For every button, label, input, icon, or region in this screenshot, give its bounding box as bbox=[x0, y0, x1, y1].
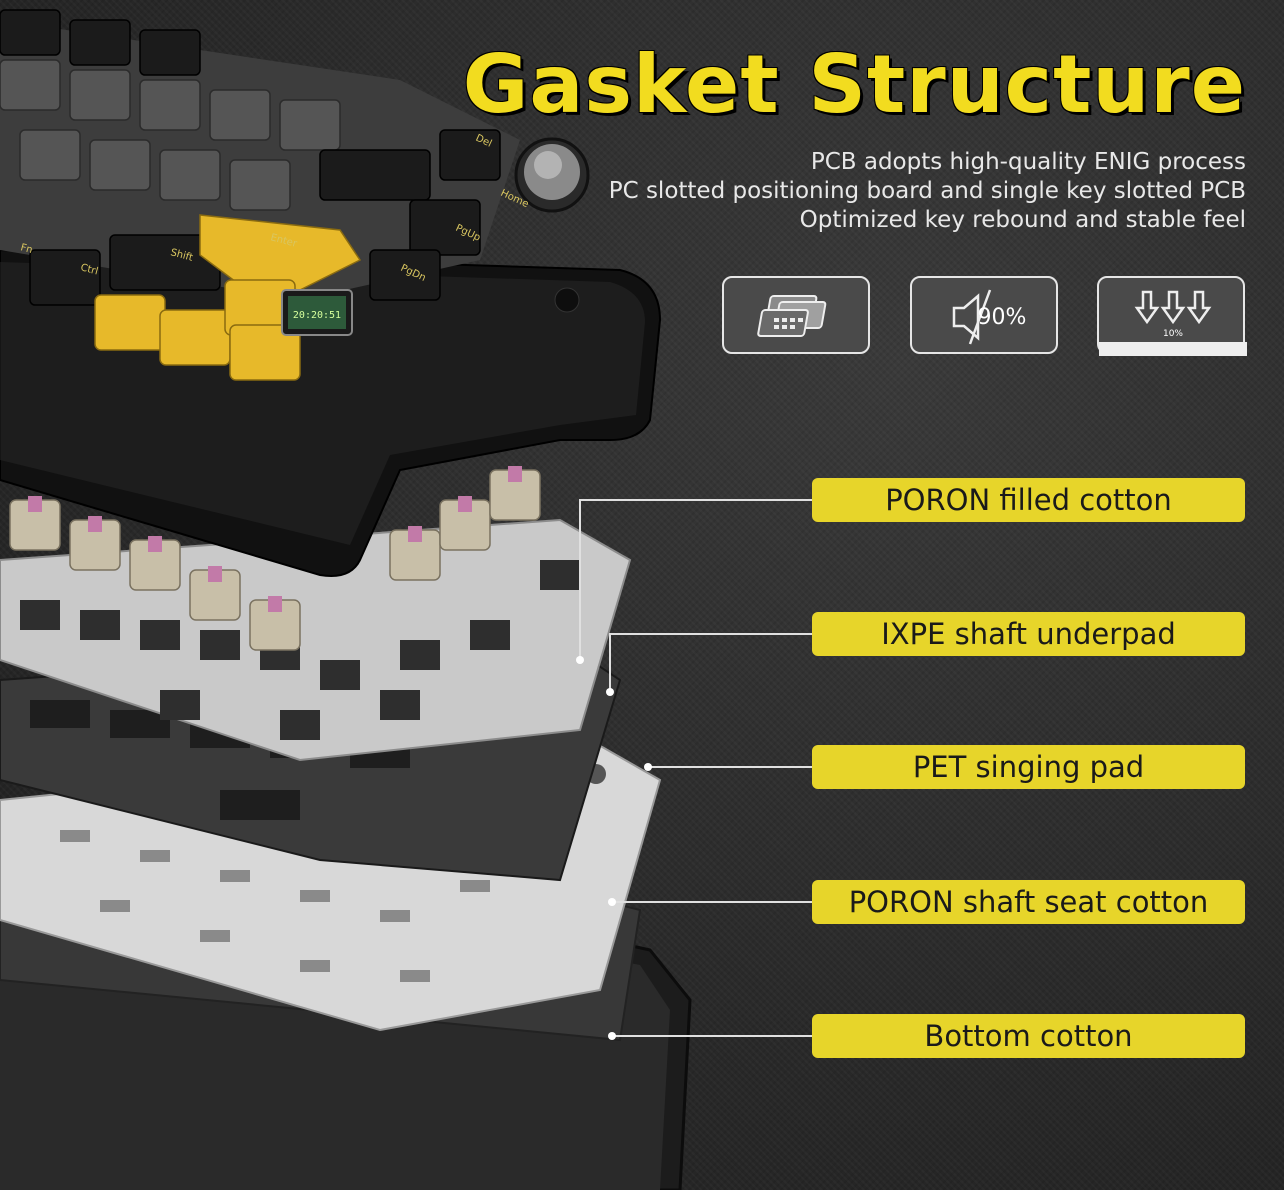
muted-speaker-icon: 90% bbox=[952, 289, 1027, 345]
svg-text:20:20:51: 20:20:51 bbox=[293, 310, 341, 321]
switches-row bbox=[9, 466, 541, 651]
feature-badge-noise: 90% bbox=[910, 276, 1058, 354]
description-line: Optimized key rebound and stable feel bbox=[799, 207, 1246, 233]
keyboard-exploded-illustration: 20:20:51 Enter Shift Ctrl Del Home PgUp … bbox=[0, 9, 692, 1190]
svg-text:90%: 90% bbox=[978, 305, 1027, 330]
callout-poron-shaft-seat-cotton: PORON shaft seat cotton bbox=[812, 880, 1245, 924]
rebound-arrows-icon: 10% bbox=[1099, 290, 1247, 356]
description-line: PCB adopts high-quality ENIG process bbox=[810, 149, 1246, 175]
feature-badge-plate bbox=[722, 276, 870, 354]
svg-text:Fn: Fn bbox=[19, 242, 34, 256]
callout-ixpe-shaft-underpad: IXPE shaft underpad bbox=[812, 612, 1245, 656]
svg-text:Ctrl: Ctrl bbox=[79, 262, 99, 277]
callout-bottom-cotton: Bottom cotton bbox=[812, 1014, 1245, 1058]
description-block: PCB adopts high-quality ENIG process PC … bbox=[609, 148, 1246, 235]
plate-layers-icon bbox=[757, 295, 827, 337]
svg-text:10%: 10% bbox=[1163, 329, 1183, 339]
callout-pet-singing-pad: PET singing pad bbox=[812, 745, 1245, 789]
feature-badge-rebound: 10% bbox=[1097, 276, 1247, 356]
description-line: PC slotted positioning board and single … bbox=[608, 178, 1246, 204]
callout-poron-filled-cotton: PORON filled cotton bbox=[812, 478, 1245, 522]
page-title: Gasket Structure bbox=[462, 38, 1246, 131]
